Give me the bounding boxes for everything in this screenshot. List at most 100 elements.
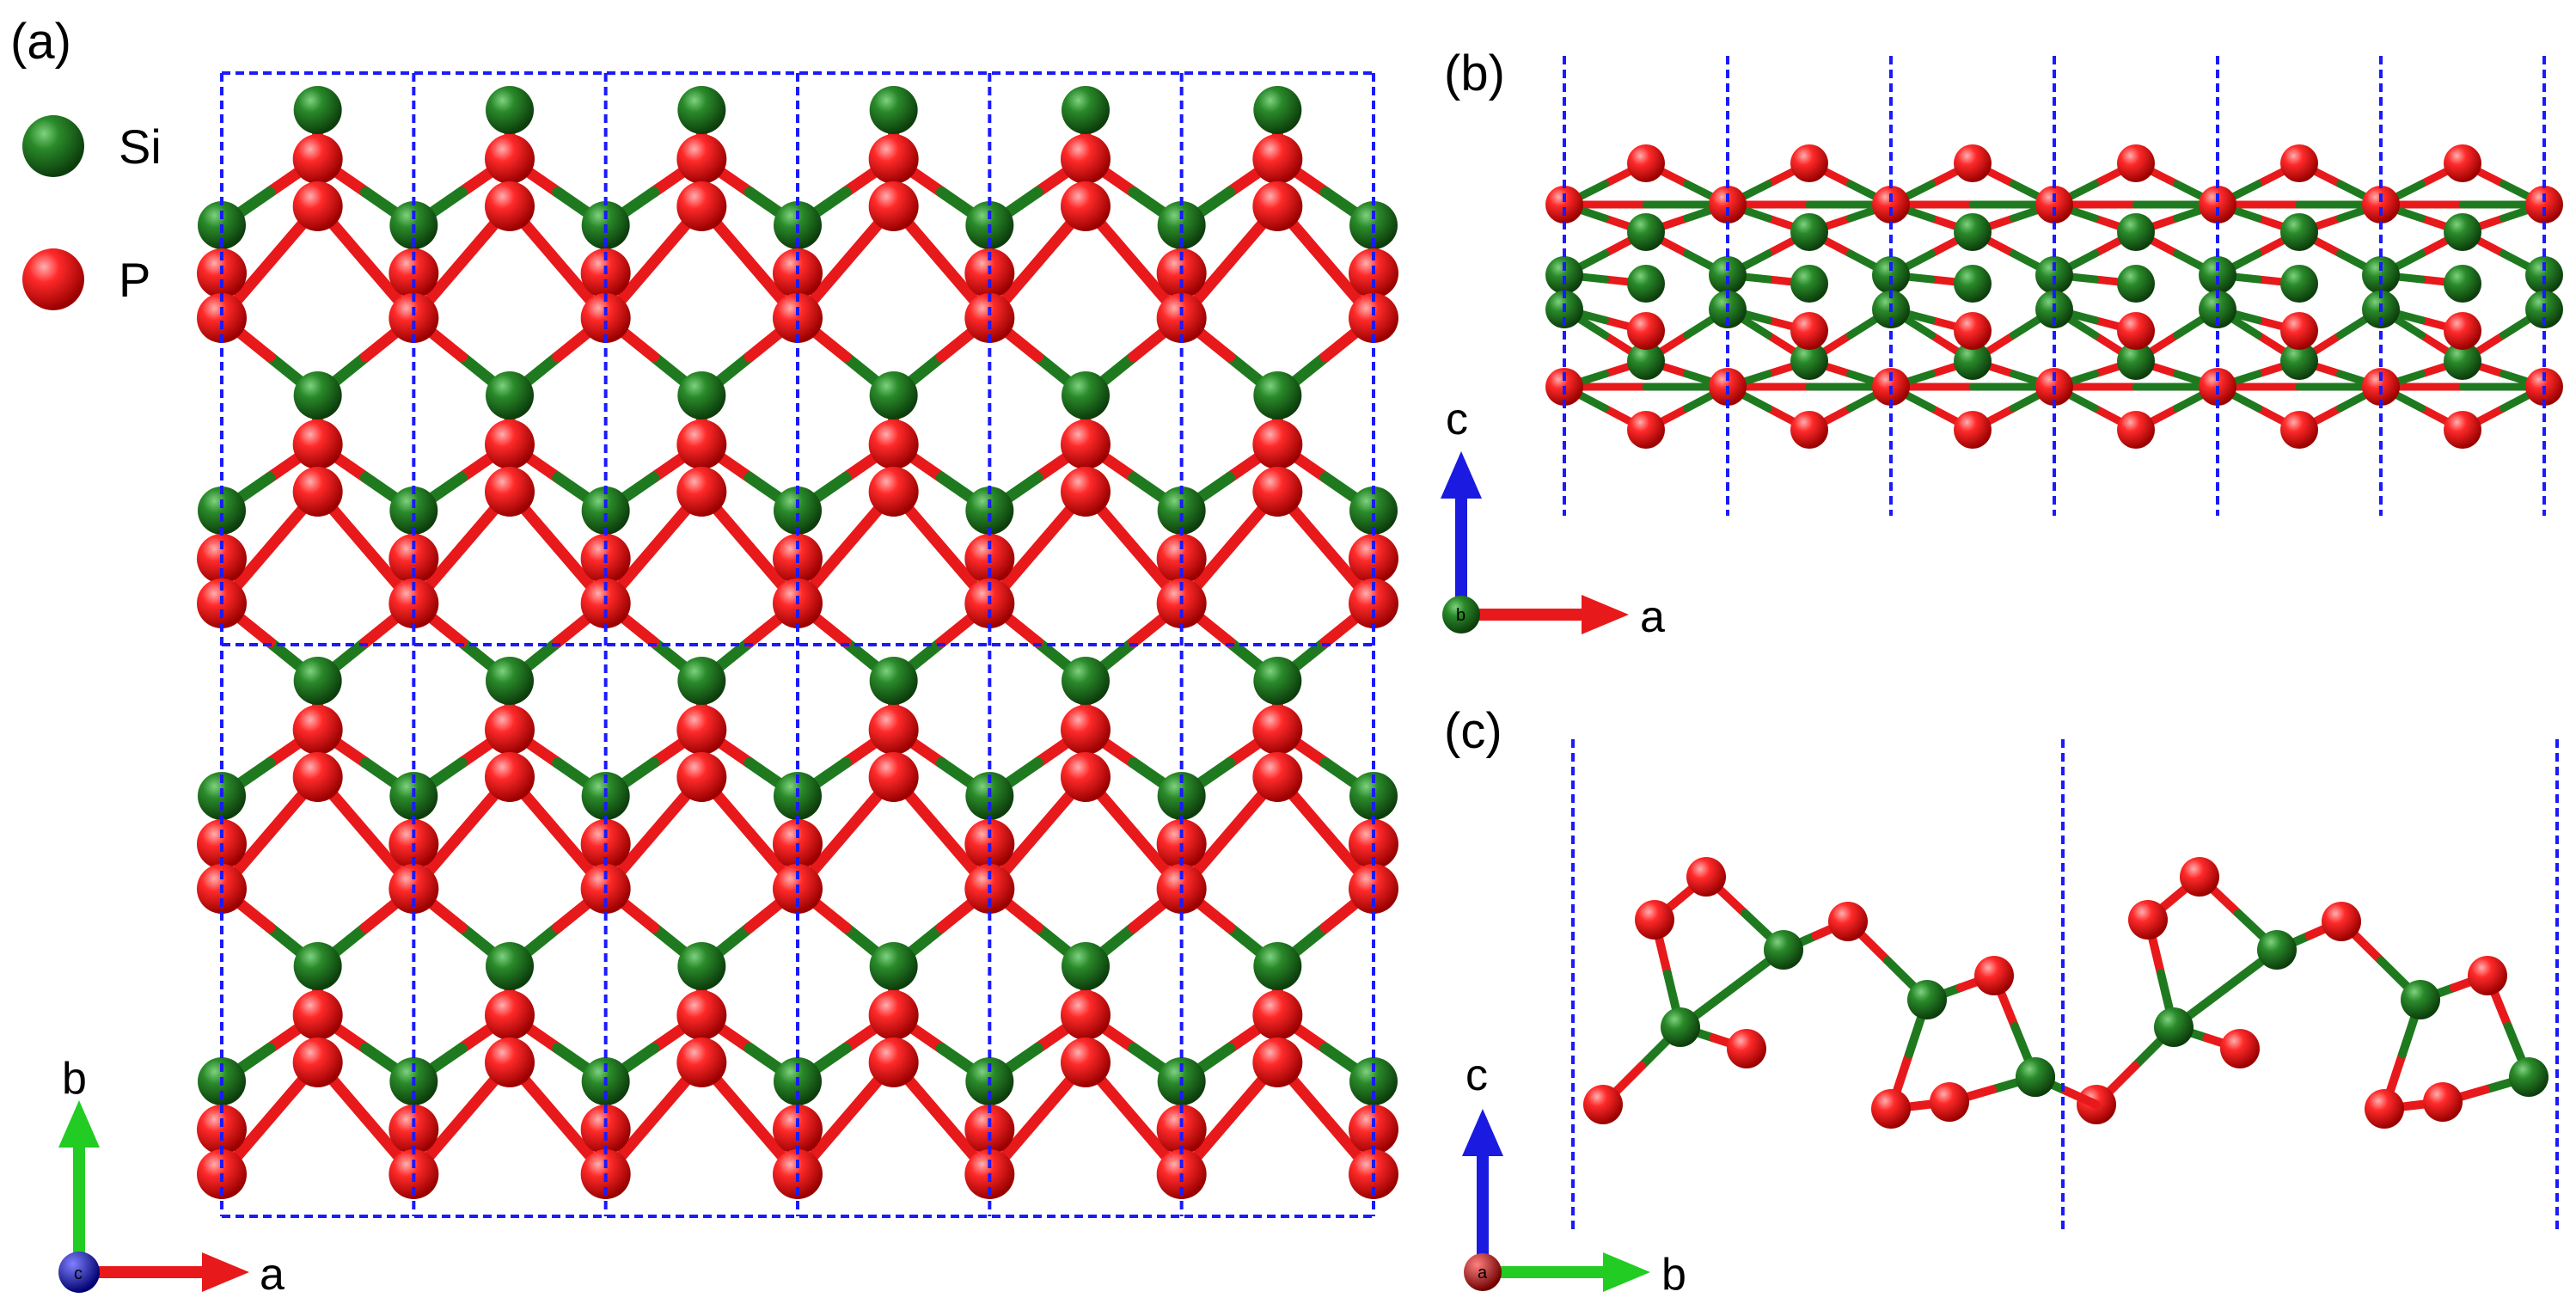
- p-atom: [773, 293, 823, 343]
- si-atom: [2509, 1057, 2548, 1097]
- p-atom: [2444, 144, 2481, 182]
- axis-horizontal-label: a: [1640, 592, 1665, 642]
- panel-a-structure: [197, 71, 1398, 1218]
- p-atom: [1790, 144, 1828, 182]
- p-atom: [868, 467, 919, 517]
- p-atom: [485, 134, 535, 184]
- si-atom: [293, 942, 342, 990]
- si-atom: [774, 487, 822, 535]
- si-atom: [1954, 342, 1992, 380]
- legend-si-label: Si: [119, 119, 162, 174]
- p-atom: [1061, 752, 1111, 802]
- si-atom: [1954, 265, 1992, 303]
- p-atom: [2525, 186, 2563, 223]
- p-atom: [1627, 144, 1665, 182]
- si-atom: [869, 942, 918, 990]
- axis-horizontal-label: b: [1661, 1250, 1686, 1300]
- p-atom: [292, 419, 343, 469]
- p-atom: [1252, 990, 1303, 1040]
- si-atom: [2117, 342, 2155, 380]
- p-atom: [2035, 186, 2073, 223]
- axes-triad-c: a c b: [1462, 1050, 1686, 1300]
- p-atom: [1349, 1105, 1398, 1154]
- p-atom: [485, 467, 535, 517]
- panel-c-label: (c): [1444, 703, 1502, 759]
- si-atom: [1907, 980, 1947, 1019]
- si-atom: [677, 371, 726, 419]
- p-atom: [485, 181, 535, 231]
- legend-p-label: P: [119, 253, 150, 307]
- p-atom: [292, 990, 343, 1040]
- si-atom: [1661, 1007, 1700, 1047]
- p-atom: [1583, 1085, 1623, 1124]
- panel-a-label: (a): [10, 14, 71, 70]
- p-atom: [964, 293, 1015, 343]
- si-atom: [1062, 371, 1110, 419]
- p-atom: [676, 752, 727, 802]
- p-atom: [676, 705, 727, 755]
- si-atom: [1253, 86, 1302, 134]
- legend-p-atom: [22, 248, 84, 310]
- p-atom: [1156, 1105, 1207, 1154]
- p-atom: [2199, 186, 2236, 223]
- p-atom: [1061, 419, 1111, 469]
- p-atom: [1061, 467, 1111, 517]
- si-atom: [869, 86, 918, 134]
- p-atom: [1686, 857, 1726, 897]
- axis-horizontal-label: a: [260, 1250, 285, 1300]
- si-atom: [2444, 265, 2481, 303]
- p-atom: [868, 990, 919, 1040]
- si-atom: [1627, 213, 1665, 251]
- si-atom: [2199, 256, 2236, 294]
- p-atom: [868, 752, 919, 802]
- si-atom: [1157, 487, 1206, 535]
- p-atom: [1871, 1089, 1911, 1129]
- p-atom: [1627, 312, 1665, 350]
- p-atom: [868, 134, 919, 184]
- axis-vertical-label: b: [62, 1054, 87, 1104]
- si-atom: [1253, 371, 1302, 419]
- si-atom: [2280, 342, 2318, 380]
- si-atom: [486, 942, 534, 990]
- p-atom: [485, 1038, 535, 1087]
- p-atom: [1252, 705, 1303, 755]
- p-atom: [676, 419, 727, 469]
- p-atom: [1252, 752, 1303, 802]
- p-atom: [1252, 134, 1303, 184]
- si-atom: [2035, 256, 2073, 294]
- p-atom: [868, 705, 919, 755]
- si-atom: [389, 487, 438, 535]
- p-atom: [292, 705, 343, 755]
- si-atom: [2444, 213, 2481, 251]
- p-atom: [1061, 705, 1111, 755]
- si-atom: [2117, 213, 2155, 251]
- si-atom: [677, 86, 726, 134]
- p-atom: [1954, 144, 1992, 182]
- p-atom: [1252, 467, 1303, 517]
- si-atom: [1709, 256, 1747, 294]
- p-atom: [1061, 1038, 1111, 1087]
- p-atom: [2117, 144, 2155, 182]
- axis-vertical-label: c: [1465, 1050, 1488, 1100]
- p-atom: [2365, 1089, 2404, 1129]
- p-atom: [1061, 990, 1111, 1040]
- p-atom: [676, 181, 727, 231]
- p-atom: [964, 1105, 1015, 1154]
- p-atom: [2117, 312, 2155, 350]
- p-atom: [868, 181, 919, 231]
- p-atom: [2423, 1082, 2463, 1122]
- si-atom: [1253, 942, 1302, 990]
- si-atom: [1253, 657, 1302, 705]
- p-atom: [1954, 411, 1992, 449]
- si-atom: [2444, 342, 2481, 380]
- si-atom: [1790, 342, 1828, 380]
- axis-origin-icon: [58, 1252, 100, 1293]
- p-atom: [2128, 900, 2168, 940]
- p-atom: [2322, 902, 2361, 941]
- p-atom: [485, 752, 535, 802]
- si-atom: [486, 657, 534, 705]
- si-atom: [293, 657, 342, 705]
- si-atom: [2362, 256, 2400, 294]
- p-atom: [1156, 293, 1207, 343]
- si-atom: [1954, 213, 1992, 251]
